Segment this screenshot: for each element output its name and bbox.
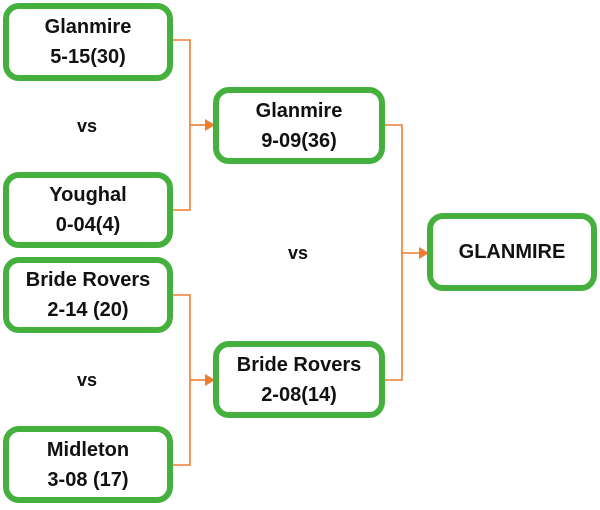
- match-box-bride-rovers-r1: Bride Rovers 2-14 (20): [3, 257, 173, 333]
- connector-r2: [384, 124, 403, 381]
- team-name: Bride Rovers: [236, 353, 362, 376]
- match-box-bride-rovers-r2: Bride Rovers 2-08(14): [213, 341, 385, 418]
- team-name: Youghal: [49, 184, 127, 206]
- team-name: Midleton: [46, 438, 130, 461]
- vs-label: vs: [77, 116, 98, 136]
- team-score: 2-14 (20): [47, 299, 129, 321]
- team-score: 5-15(30): [50, 46, 126, 68]
- vs-label: vs: [77, 370, 98, 390]
- connector-r1-top: [172, 39, 191, 211]
- team-name: Glanmire: [255, 99, 343, 122]
- arrow-icon: [419, 247, 429, 259]
- team-name: Bride Rovers: [25, 269, 151, 291]
- vs-label: vs: [288, 243, 309, 263]
- team-score: 0-04(4): [55, 214, 121, 236]
- connector-r1-bottom: [172, 294, 191, 466]
- arrow-icon: [205, 374, 215, 386]
- team-score: 9-09(36): [261, 129, 337, 152]
- team-score: 3-08 (17): [47, 468, 129, 491]
- match-box-glanmire-r2: Glanmire 9-09(36): [213, 87, 385, 164]
- match-box-midleton-r1: Midleton 3-08 (17): [3, 426, 173, 503]
- winner-name: GLANMIRE: [458, 241, 566, 263]
- team-name: Glanmire: [44, 16, 132, 38]
- match-box-youghal-r1: Youghal 0-04(4): [3, 172, 173, 248]
- match-box-glanmire-r1: Glanmire 5-15(30): [3, 3, 173, 81]
- arrow-icon: [205, 119, 215, 131]
- winner-box: GLANMIRE: [427, 213, 597, 291]
- team-score: 2-08(14): [261, 383, 337, 406]
